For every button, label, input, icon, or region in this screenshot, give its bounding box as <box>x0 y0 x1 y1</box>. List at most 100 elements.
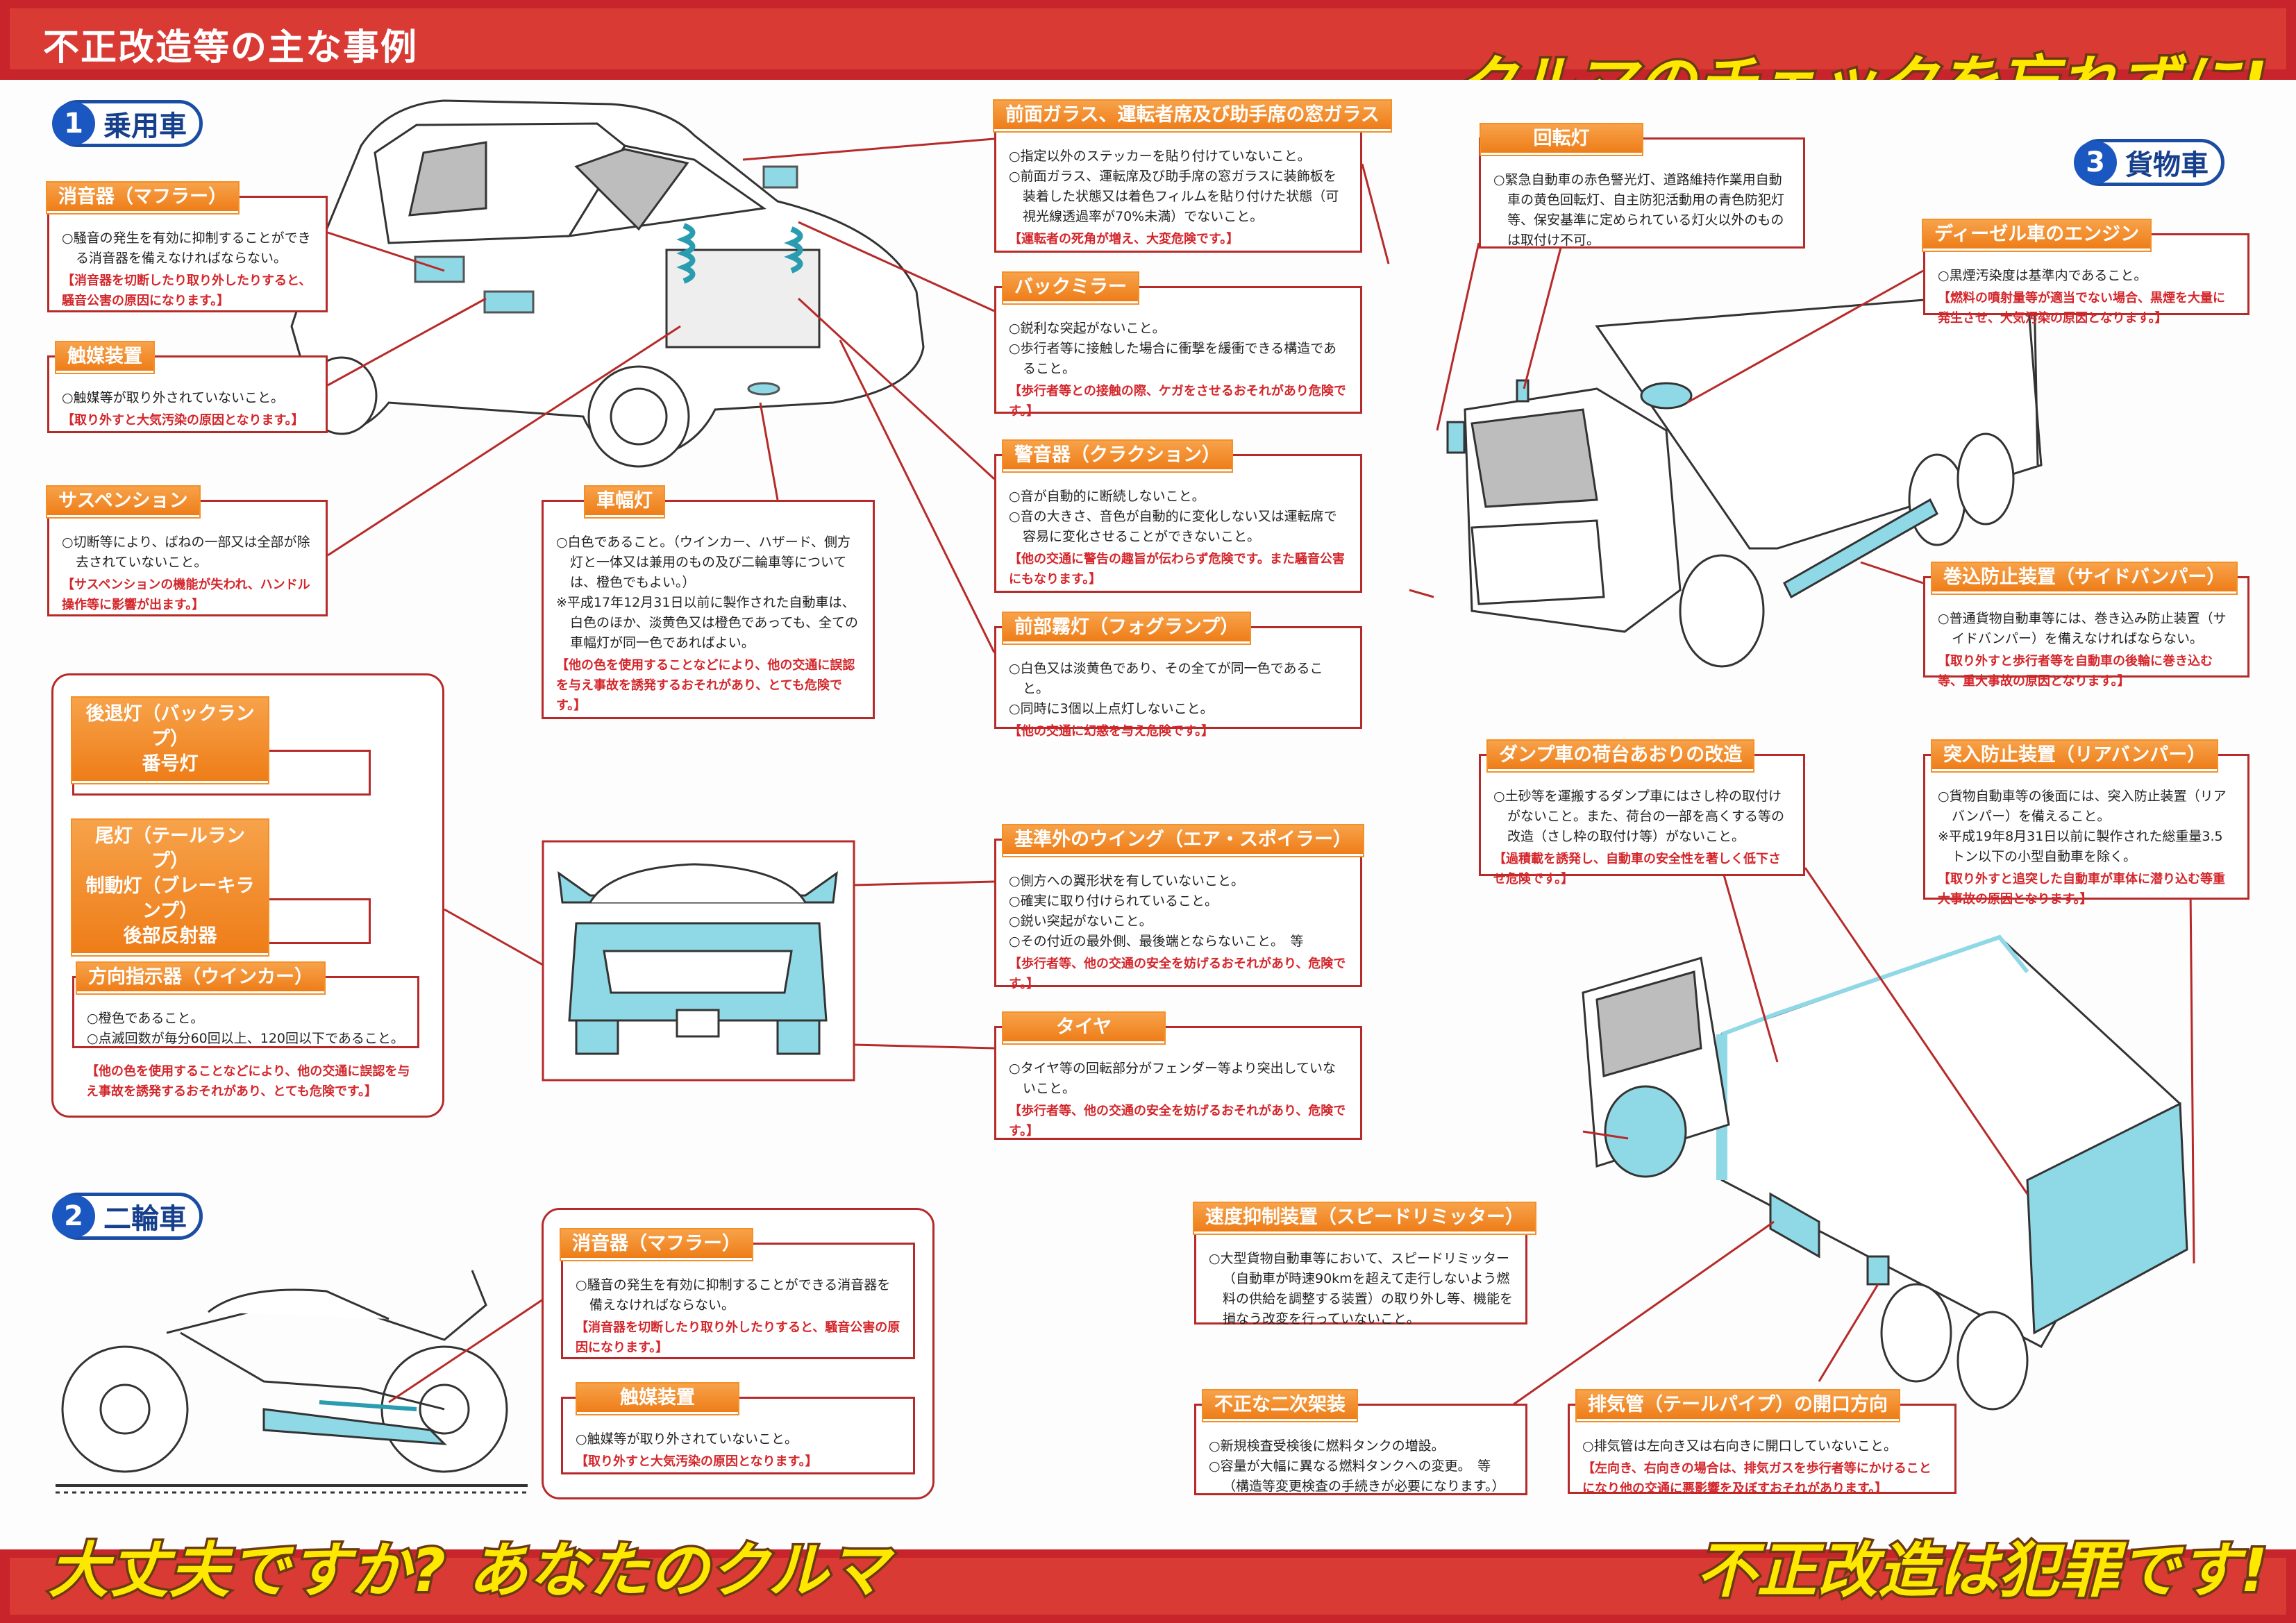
card-warning: 【取り外すと大気汚染の原因となります。】 <box>576 1454 818 1469</box>
card-title: 尾灯（テールランプ） 制動灯（ブレーキランプ） 後部反射器 <box>72 820 268 955</box>
card-warning: 【消音器を切断したり取り外したりすると、騒音公害の原因になります。】 <box>62 274 312 308</box>
card-item: ○新規検査受検後に燃料タンクの増設。 <box>1209 1438 1445 1454</box>
car-catalyst-card: 触媒装置 ○触媒等が取り外されていないこと。 【取り外すと大気汚染の原因となりま… <box>47 342 328 433</box>
card-item: ○側方への翼形状を有していないこと。 <box>1009 873 1245 889</box>
card-item: ○前面ガラス、運転席及び助手席の窓ガラスに装飾板を装着した状態又は着色フィルムを… <box>1009 169 1339 224</box>
card-item: ○確実に取り付けられていること。 <box>1009 893 1218 909</box>
truck-dump-card: ダンプ車の荷台あおりの改造 ○土砂等を運搬するダンプ車にはさし枠の取付けがないこ… <box>1479 741 1805 886</box>
card-title: 排気管（テールパイプ）の開口方向 <box>1577 1390 1899 1421</box>
motorcycle-illustration <box>56 1270 528 1494</box>
card-warning: 【他の交通に幻惑を与え危険です。】 <box>1009 724 1214 739</box>
card-item: ※平成19年8月31日以前に製作された総重量3.5トン以下の小型自動車を除く。 <box>1938 829 2223 864</box>
leader-lines <box>327 137 2195 1411</box>
card-item: ○鋭い突起がないこと。 <box>1009 914 1153 929</box>
tail-lamp-card: 尾灯（テールランプ） 制動灯（ブレーキランプ） 後部反射器 ○赤色であること。 <box>72 820 371 955</box>
car-suspension-card: サスペンション ○切断等により、ばねの一部又は全部が除去されていないこと。 【サ… <box>47 487 328 616</box>
moto-catalyst-card: 触媒装置 ○触媒等が取り外されていないこと。 【取り外すと大気汚染の原因となりま… <box>561 1384 915 1474</box>
card-warning: 【他の交通に警告の趣旨が伝わらず危険です。また騒音公害にもなります。】 <box>1009 552 1345 587</box>
card-note: （構造等変更検査の手続きが必要になります。） <box>1223 1479 1505 1494</box>
truck-speed-limiter-card: 速度抑制装置（スピードリミッター） ○大型貨物自動車等において、スピードリミッタ… <box>1194 1203 1535 1327</box>
card-item: ○白色又は淡黄色であり、その全てが同一色であること。 <box>1009 661 1323 696</box>
turn-signal-card: 方向指示器（ウインカー） ○橙色であること。 ○点滅回数が毎分60回以上、120… <box>72 963 419 1048</box>
card-title: タイヤ <box>1003 1013 1164 1043</box>
car-fog-card: 前部霧灯（フォグランプ） ○白色又は淡黄色であり、その全てが同一色であること。 … <box>994 613 1362 739</box>
card-title: 後退灯（バックランプ） 番号灯 <box>72 698 268 783</box>
card-item: ○鋭利な突起がないこと。 <box>1009 321 1166 336</box>
card-item: ○歩行者等に接触した場合に衝撃を緩衝できる構造であること。 <box>1009 341 1337 376</box>
truck-exhaust-card: 排気管（テールパイプ）の開口方向 ○排気管は左向き又は右向きに開口していないこと… <box>1568 1390 1956 1496</box>
section-badge-truck: 3 貨物車 <box>2074 139 2224 186</box>
car-wing-card: 基準外のウイング（エア・スポイラー） ○側方への翼形状を有していないこと。 ○確… <box>994 825 1363 991</box>
card-item: ○指定以外のステッカーを貼り付けていないこと。 <box>1009 149 1311 164</box>
card-warning: 【歩行者等、他の交通の安全を妨げるおそれがあり、危険です。】 <box>1009 957 1346 991</box>
card-item: ○音の大きさ、音色が自動的に変化しない又は運転席で容易に変化させることができない… <box>1009 509 1337 544</box>
card-item: ○貨物自動車等の後面には、突入防止装置（リアバンパー）を備えること。 <box>1938 789 2227 824</box>
card-title: 触媒装置 <box>56 342 153 373</box>
card-title: 回転灯 <box>1481 124 1642 155</box>
card-item: ○普通貨物自動車等には、巻き込み防止装置（サイドバンパー）を備えなければならない… <box>1938 611 2227 646</box>
card-title: バックミラー <box>1003 273 1138 303</box>
section-number: 1 <box>52 102 95 145</box>
card-title: ディーゼル車のエンジン <box>1923 220 2151 251</box>
card-title: ダンプ車の荷台あおりの改造 <box>1488 741 1754 771</box>
card-item: ※平成17年12月31日以前に製作された自動車は、白色のほか、淡黄色又は橙色であ… <box>556 595 858 650</box>
card-warning: 【過積載を誘発し、自動車の安全性を著しく低下させ危険です。】 <box>1493 852 1781 886</box>
section-number: 2 <box>52 1195 95 1238</box>
card-title: 警音器（クラクション） <box>1003 441 1232 471</box>
card-warning: 【燃料の噴射量等が適当でない場合、黒煙を大量に発生させ、大気汚染の原因となります… <box>1938 291 2225 326</box>
card-title: 前面ガラス、運転者席及び助手席の窓ガラス <box>994 101 1391 131</box>
card-warning: 【他の色を使用することなどにより、他の交通に誤認を与え事故を誘発するおそれがあり… <box>556 658 855 713</box>
card-title: 不正な二次架装 <box>1203 1390 1357 1421</box>
card-item: ○騒音の発生を有効に抑制することができる消音器を備えなければならない。 <box>62 230 311 266</box>
card-warning: 【消音器を切断したり取り外したりすると、騒音公害の原因になります。】 <box>576 1320 900 1355</box>
card-title: 車幅灯 <box>585 487 664 517</box>
slogan-bottom-right: 不正改造は犯罪です! <box>1694 1534 2270 1608</box>
dump-truck-illustration <box>1582 934 2188 1411</box>
card-title: 巻込防止装置（サイドバンパー） <box>1932 563 2237 594</box>
section-label: 二輪車 <box>103 1203 187 1235</box>
car-windows-card: 前面ガラス、運転者席及び助手席の窓ガラス ○指定以外のステッカーを貼り付けていな… <box>994 101 1391 253</box>
car-tire-card: タイヤ ○タイヤ等の回転部分がフェンダー等より突出していないこと。 【歩行者等、… <box>994 1013 1362 1140</box>
truck-rear-bumper-card: 突入防止装置（リアバンパー） ○貨物自動車等の後面には、突入防止装置（リアバンパ… <box>1923 741 2249 907</box>
card-item: ○同時に3個以上点灯しないこと。 <box>1009 701 1214 716</box>
card-title: 速度抑制装置（スピードリミッター） <box>1194 1203 1535 1234</box>
card-item: ○土砂等を運搬するダンプ車にはさし枠の取付けがないこと。また、荷台の一部を高くす… <box>1493 789 1785 844</box>
card-title: 突入防止装置（リアバンパー） <box>1932 741 2218 771</box>
card-warning: 【歩行者等、他の交通の安全を妨げるおそれがあり、危険です。】 <box>1009 1104 1346 1138</box>
truck-side-bumper-card: 巻込防止装置（サイドバンパー） ○普通貨物自動車等には、巻き込み防止装置（サイド… <box>1923 563 2249 689</box>
card-item: ○騒音の発生を有効に抑制することができる消音器を備えなければならない。 <box>576 1277 891 1313</box>
page-title: 不正改造等の主な事例 <box>43 27 419 69</box>
slogan-bottom-left: 大丈夫ですか? あなたのクルマ <box>46 1534 890 1608</box>
car-muffler-card: 消音器（マフラー） ○騒音の発生を有効に抑制することができる消音器を備えなければ… <box>47 183 328 312</box>
truck-beacon-card: 回転灯 ○緊急自動車の赤色警光灯、道路維持作業用自動車の黄色回転灯、自主防犯活動… <box>1479 124 1805 249</box>
card-item: ○点滅回数が毎分60回以上、120回以下であること。 <box>87 1031 404 1046</box>
card-item: ○黒煙汚染度は基準内であること。 <box>1938 268 2147 283</box>
car-rear-illustration <box>542 840 855 1082</box>
section-badge-car: 1 乗用車 <box>52 100 203 147</box>
card-item: ○音が自動的に断続しないこと。 <box>1009 489 1205 504</box>
truck-rack-card: 不正な二次架装 ○新規検査受検後に燃料タンクの増設。 ○容量が大幅に異なる燃料タ… <box>1194 1390 1527 1495</box>
card-title: 消音器（マフラー） <box>561 1229 752 1260</box>
car-illustration <box>290 99 925 468</box>
top-banner-inner <box>10 8 2286 69</box>
card-item: ○その付近の最外側、最後端とならないこと。 等 <box>1009 934 1304 949</box>
card-item: ○排気管は左向き又は右向きに開口していないこと。 <box>1582 1438 1897 1454</box>
card-warning: 【取り外すと歩行者等を自動車の後輪に巻き込む等、重大事故の原因となります。】 <box>1938 654 2213 689</box>
section-label: 貨物車 <box>2125 149 2209 181</box>
rear-lamp-card: 後退灯（バックランプ） 番号灯 ○白色であること。 <box>72 698 371 796</box>
section-label: 乗用車 <box>103 110 187 142</box>
card-title: 触媒装置 <box>577 1384 738 1414</box>
card-item: ○白色であること。（ウインカー、ハザード、側方灯と一体又は兼用のもの及び二輪車等… <box>556 535 850 590</box>
section-badge-motorcycle: 2 二輪車 <box>52 1193 203 1240</box>
card-item: ○橙色であること。 <box>87 1011 204 1026</box>
card-item: ○タイヤ等の回転部分がフェンダー等より突出していないこと。 <box>1009 1061 1336 1096</box>
card-warning: 【運転者の死角が増え、大変危険です。】 <box>1009 232 1239 246</box>
card-item: ○触媒等が取り外されていないこと。 <box>62 390 285 405</box>
card-item: ○切断等により、ばねの一部又は全部が除去されていないこと。 <box>62 535 310 570</box>
truck-illustration <box>1446 290 2043 668</box>
card-warning: 【歩行者等との接触の際、ケガをさせるおそれがあり危険です。】 <box>1009 384 1346 419</box>
card-warning: 【取り外すと大気汚染の原因となります。】 <box>62 413 304 428</box>
card-title: サスペンション <box>47 487 199 517</box>
car-horn-card: 警音器（クラクション） ○音が自動的に断続しないこと。 ○音の大きさ、音色が自動… <box>994 441 1362 593</box>
